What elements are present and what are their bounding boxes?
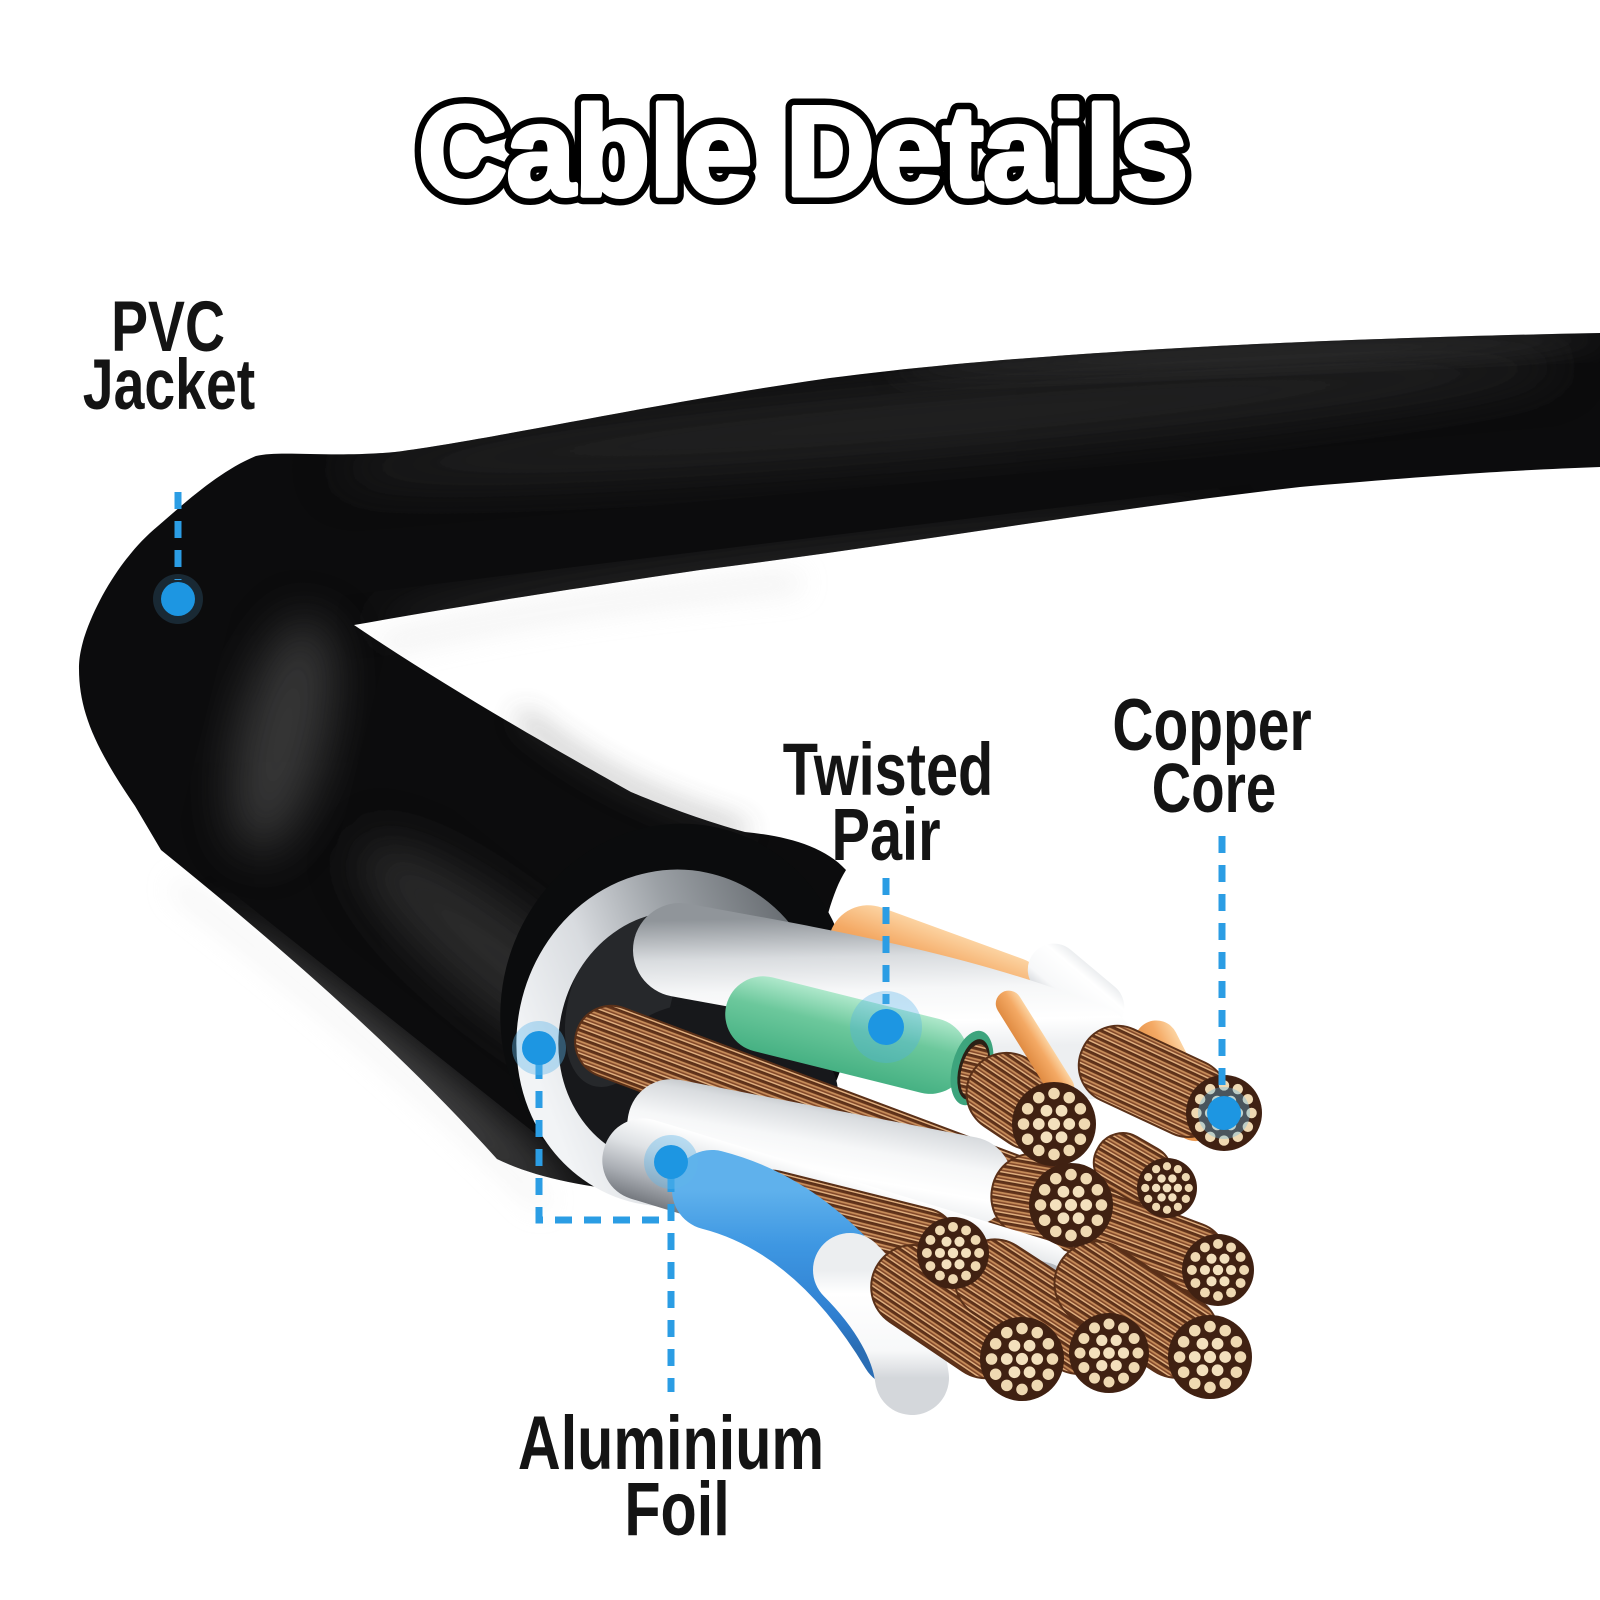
svg-text:Cable Details: Cable Details [418, 81, 1188, 222]
svg-text:Core: Core [1152, 750, 1276, 828]
svg-text:Jacket: Jacket [83, 345, 255, 424]
svg-text:PVC: PVC [111, 287, 225, 366]
svg-text:Cable Details: Cable Details [418, 81, 1188, 222]
svg-text:Twisted: Twisted [783, 729, 994, 812]
svg-text:Foil: Foil [624, 1467, 729, 1552]
svg-text:Aluminium: Aluminium [518, 1401, 824, 1486]
svg-text:Copper: Copper [1112, 684, 1311, 765]
svg-text:Pair: Pair [831, 794, 940, 877]
